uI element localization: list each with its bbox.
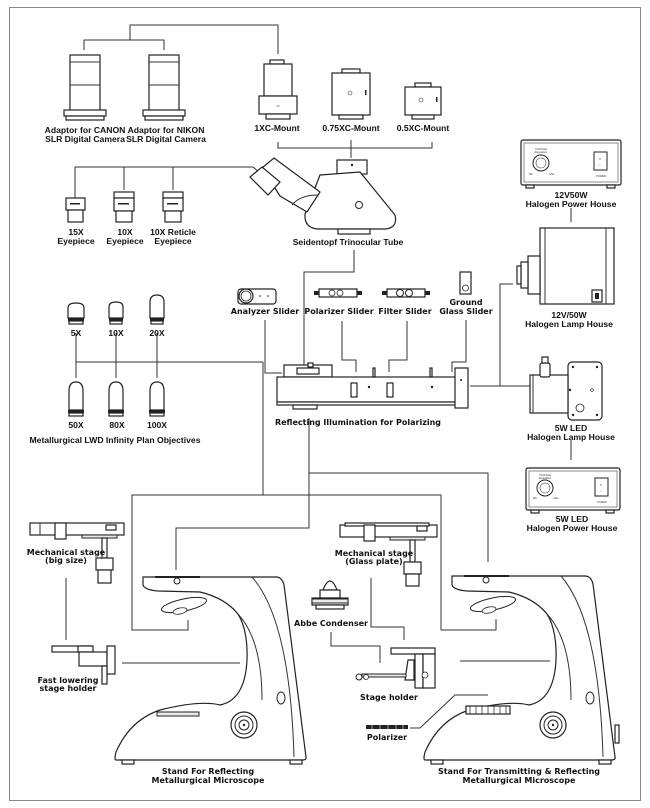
svg-text:POWER: POWER <box>596 174 606 178</box>
stand-reflecting-label-2: Metallurgical Microscope <box>152 776 265 785</box>
objective-20x-icon <box>149 294 165 325</box>
objectives-illustrations <box>67 294 165 417</box>
ground-glass-slider-label-2: Glass Slider <box>439 307 492 316</box>
polarizer-label: Polarizer <box>367 733 407 742</box>
fast-lowering-holder-illustration <box>51 645 116 685</box>
abbe-condenser-label: Abbe Condenser <box>294 619 368 628</box>
svg-text:Max: Max <box>554 496 560 500</box>
polarizer-slider-label: Polarizer Slider <box>304 307 373 316</box>
stand-transmitting-label: Stand For Transmitting & Reflecting <box>438 767 600 776</box>
stand-transmitting-illustration <box>423 575 620 765</box>
canon-adaptor-illustration <box>63 54 107 121</box>
led-lamp-5w-illustration <box>529 356 603 421</box>
svg-text:Regulation: Regulation <box>539 476 552 480</box>
connector-lines <box>65 24 572 729</box>
led-power-5w-label-2: Halogen Power House <box>527 523 618 533</box>
ground-glass-slider-illustration <box>459 271 472 295</box>
svg-text:O: O <box>600 483 602 487</box>
svg-text:VOLTAGE: VOLTAGE <box>535 147 547 151</box>
ground-glass-slider-label: Ground <box>449 298 482 307</box>
mechanical-stage-big-label: Mechanical stage <box>27 548 106 557</box>
objective-10x-label: 10X <box>108 328 124 338</box>
nikon-adaptor-illustration <box>142 54 186 121</box>
mechanical-stage-big-illustration <box>29 522 125 584</box>
stand-reflecting-label: Stand For Reflecting <box>162 767 255 776</box>
led-lamp-5w-label: 5W LED <box>555 423 587 433</box>
objectives-caption: Metallurgical LWD Infinity Plan Objectiv… <box>30 435 201 445</box>
led-power-5w-label: 5W LED <box>556 514 588 524</box>
analyzer-slider-label: Analyzer Slider <box>231 307 299 316</box>
eyepiece-10x-reticle-illustration <box>162 191 184 223</box>
trinocular-tube-illustration <box>249 157 397 235</box>
objective-5x-icon <box>67 302 85 325</box>
fast-lowering-label-2: stage holder <box>40 684 97 693</box>
halogen-power-12v-illustration: VOLTAGE Regulation Min Max O I POWER <box>520 139 622 189</box>
abbe-condenser-illustration <box>311 580 349 610</box>
svg-text:Min: Min <box>533 496 538 500</box>
mechanical-stage-big-label-2: (big size) <box>45 556 87 565</box>
eyepiece-15x-illustration <box>65 197 86 223</box>
nikon-adaptor-label-2: SLR Digital Camera <box>126 134 206 144</box>
halogen-lamp-12v-label: 12V/50W <box>551 310 587 320</box>
fast-lowering-label: Fast lowering <box>38 676 99 685</box>
analyzer-slider-illustration <box>237 288 277 305</box>
led-power-5w-illustration: VOLTAGE Regulation Min Max O I POWER <box>525 467 621 514</box>
c-mount-1x-illustration: 1X <box>258 59 298 120</box>
mechanical-stage-glass-illustration <box>339 522 438 587</box>
objective-80x-label: 80X <box>109 420 125 430</box>
eyepiece-10x-reticle-label-2: Eyepiece <box>154 236 191 246</box>
halogen-power-12v-label-2: Halogen Power House <box>526 199 617 209</box>
svg-text:1X: 1X <box>276 104 279 108</box>
diagram-frame <box>9 7 641 801</box>
canon-adaptor-label: Adaptor for CANON <box>45 125 126 135</box>
eyepiece-10x-illustration <box>113 191 135 223</box>
stand-transmitting-label-2: Metallurgical Microscope <box>463 776 576 785</box>
halogen-lamp-12v-illustration <box>516 227 615 305</box>
objective-100x-icon <box>149 381 165 417</box>
objective-20x-label: 20X <box>149 328 165 338</box>
polarizer-slider-illustration <box>314 288 362 298</box>
led-lamp-5w-label-2: Halogen Lamp House <box>527 432 615 442</box>
svg-text:O: O <box>599 157 601 161</box>
svg-text:VOLTAGE: VOLTAGE <box>539 473 551 477</box>
c-mount-1x-label: 1XC-Mount <box>254 123 299 133</box>
svg-text:Regulation: Regulation <box>535 150 548 154</box>
eyepiece-10x-label-2: Eyepiece <box>106 236 143 246</box>
stage-holder-illustration <box>355 647 436 689</box>
svg-text:POWER: POWER <box>597 500 607 504</box>
c-mount-05x-illustration <box>404 82 442 120</box>
filter-slider-illustration <box>382 288 430 298</box>
halogen-power-12v-label: 12V50W <box>555 190 589 200</box>
stand-reflecting-illustration <box>114 576 307 765</box>
objective-50x-label: 50X <box>68 420 84 430</box>
mechanical-stage-glass-label: Mechanical stage <box>335 549 414 558</box>
objective-80x-icon <box>108 381 124 417</box>
trinocular-tube-label: Seidentopf Trinocular Tube <box>293 237 404 247</box>
c-mount-05x-label: 0.5XC-Mount <box>397 123 450 133</box>
mechanical-stage-glass-label-2: (Glass plate) <box>345 557 402 566</box>
eyepiece-15x-label-2: Eyepiece <box>57 236 94 246</box>
objective-5x-label: 5X <box>71 328 82 338</box>
svg-text:I: I <box>600 163 601 167</box>
c-mount-075x-illustration <box>331 68 371 120</box>
reflecting-illuminator-illustration <box>276 362 469 410</box>
stage-holder-label: Stage holder <box>360 693 418 702</box>
eyepiece-10x-label: 10X <box>117 227 133 237</box>
reflecting-illumination-label: Reflecting Illumination for Polarizing <box>275 418 441 427</box>
nikon-adaptor-label: Adaptor for NIKON <box>128 125 205 135</box>
objective-10x-icon <box>108 301 124 325</box>
svg-text:Min: Min <box>529 172 534 176</box>
objective-50x-icon <box>68 381 84 417</box>
canon-adaptor-label-2: SLR Digital Camera <box>45 134 125 144</box>
c-mount-075x-label: 0.75XC-Mount <box>322 123 379 133</box>
eyepiece-10x-reticle-label: 10X Reticle <box>150 227 196 237</box>
svg-text:I: I <box>601 489 602 493</box>
svg-text:Max: Max <box>550 172 556 176</box>
halogen-lamp-12v-label-2: Halogen Lamp House <box>525 319 613 329</box>
eyepiece-15x-label: 15X <box>68 227 84 237</box>
polarizer-illustration <box>366 725 408 729</box>
filter-slider-label: Filter Slider <box>378 307 431 316</box>
objective-100x-label: 100X <box>147 420 167 430</box>
